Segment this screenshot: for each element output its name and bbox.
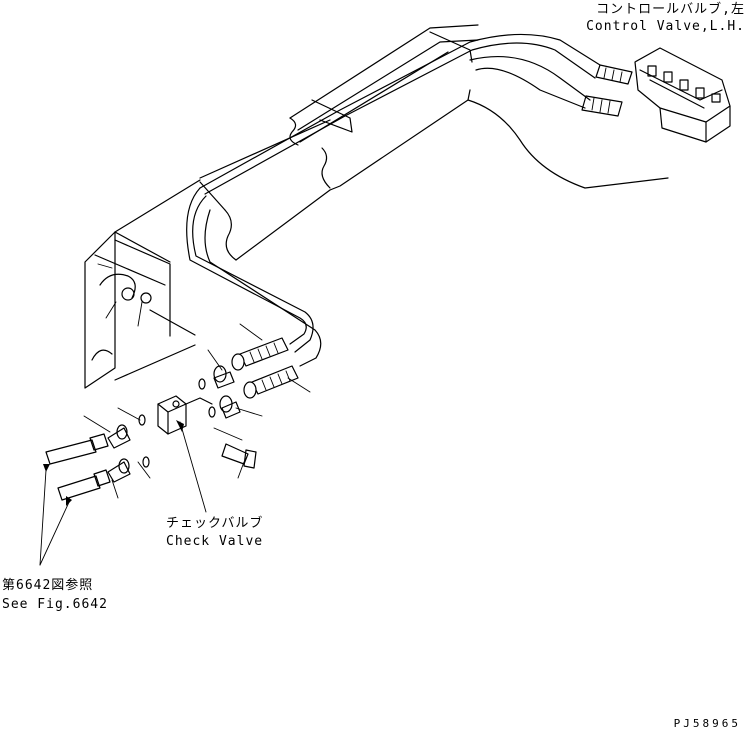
check-valve-label-jp: チェックバルブ bbox=[166, 516, 264, 531]
check-valve bbox=[157, 395, 213, 435]
o-ring bbox=[138, 378, 216, 468]
see-fig-label-jp: 第6642図参照 bbox=[2, 578, 94, 593]
leader-lines bbox=[39, 263, 311, 566]
connector bbox=[107, 365, 241, 483]
control-valve-label-en: Control Valve,L.H. bbox=[586, 19, 745, 34]
hose-lower bbox=[243, 365, 299, 399]
elbow bbox=[45, 433, 111, 501]
drawing-code: PJ58965 bbox=[673, 717, 741, 730]
boom bbox=[84, 24, 669, 389]
hose-upper bbox=[231, 337, 289, 371]
bolt bbox=[221, 443, 257, 469]
see-fig-label-en: See Fig.6642 bbox=[2, 597, 108, 612]
control-valve-lh bbox=[581, 47, 731, 143]
control-valve-label-jp: コントロールバルブ,左 bbox=[596, 2, 745, 17]
hydraulic-tube bbox=[186, 187, 322, 367]
check-valve-label-en: Check Valve bbox=[166, 534, 264, 549]
